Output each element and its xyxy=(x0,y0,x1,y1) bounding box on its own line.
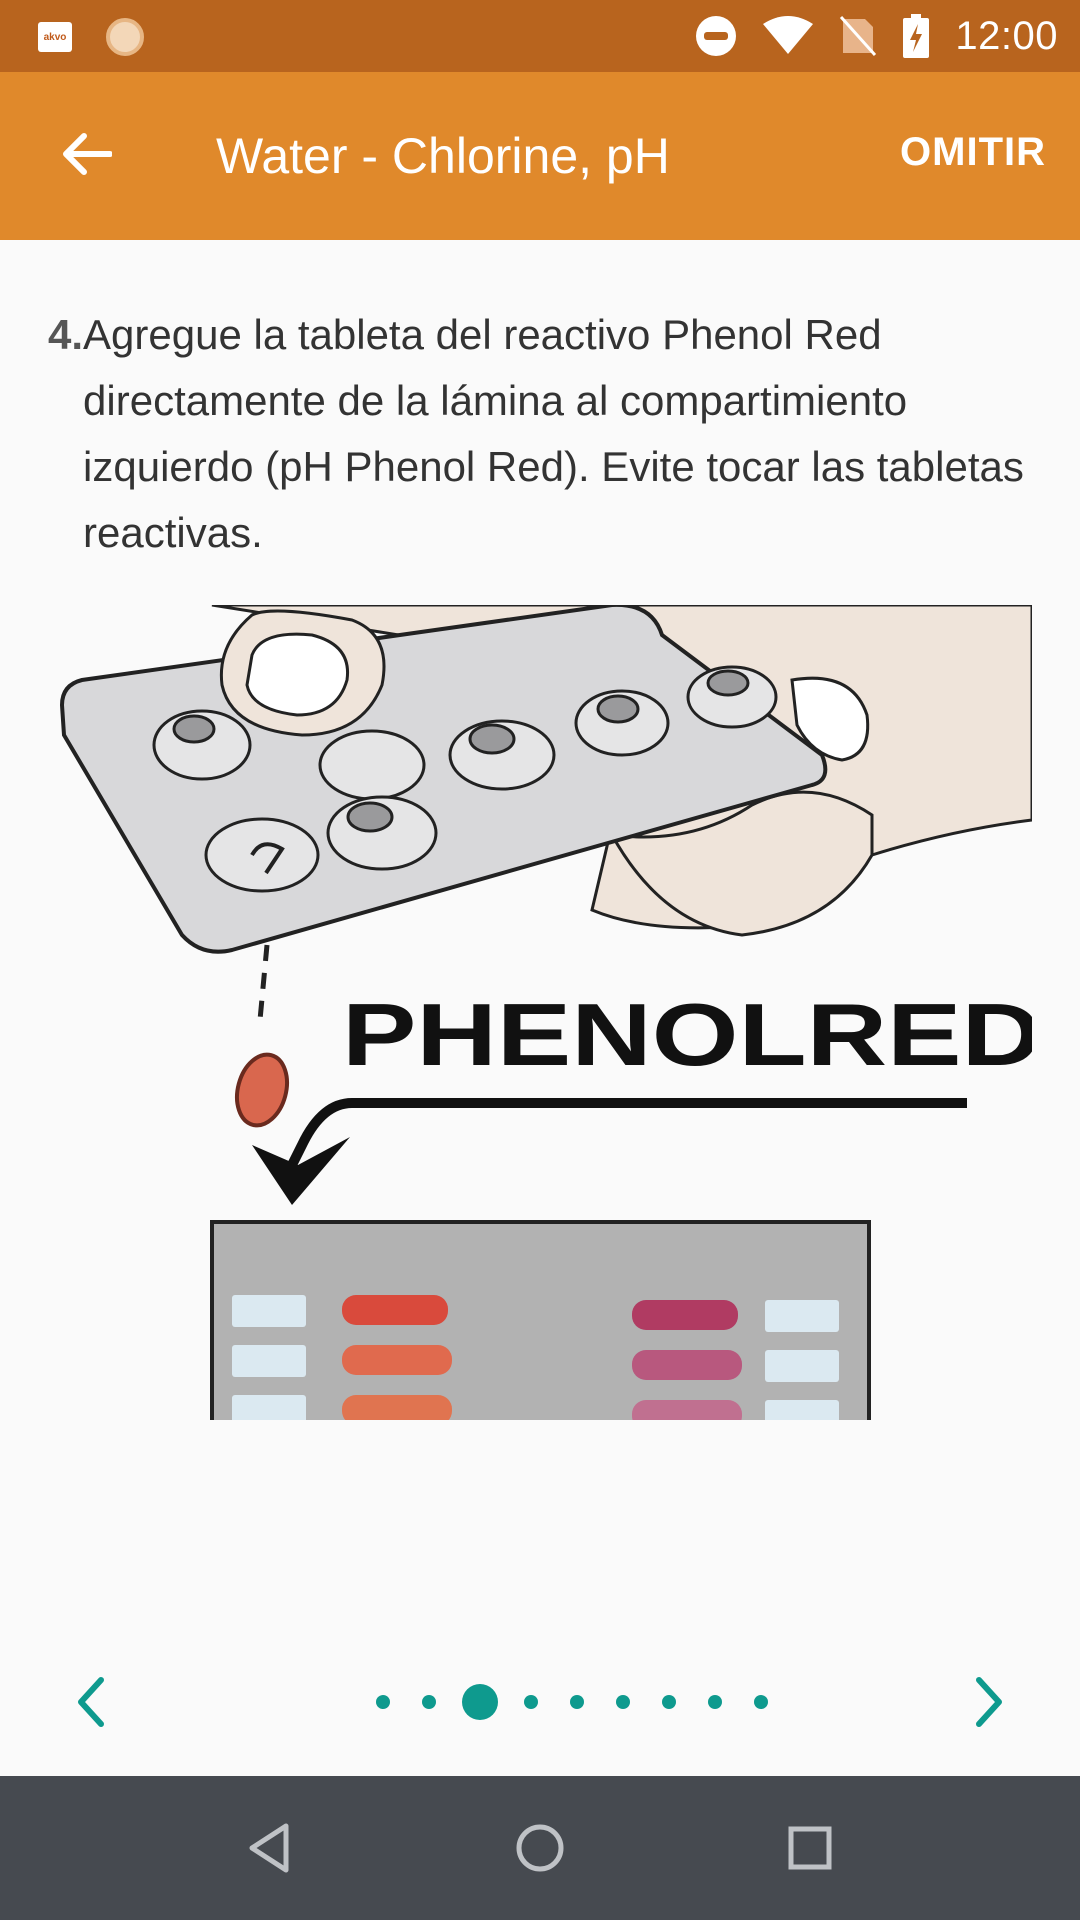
no-sim-icon xyxy=(840,15,877,57)
fingertip xyxy=(790,676,870,762)
chevron-left-icon xyxy=(78,1677,104,1727)
previous-page-button[interactable] xyxy=(56,1666,126,1738)
akvo-app-icon: akvo xyxy=(38,22,72,52)
page-dots xyxy=(360,1684,784,1720)
comparator-card xyxy=(210,1220,871,1420)
color-strips-right xyxy=(632,1300,742,1420)
status-left: akvo xyxy=(38,18,144,56)
nav-home-button[interactable] xyxy=(504,1812,576,1884)
page-dot[interactable] xyxy=(662,1695,676,1709)
wifi-icon xyxy=(763,16,814,54)
instruction-step: 4. Agregue la tableta del reactivo Pheno… xyxy=(48,302,1058,566)
instruction-illustration: PHENOLRED xyxy=(52,605,1032,1420)
chevron-right-icon xyxy=(976,1677,1002,1727)
blister-tablets xyxy=(172,669,750,833)
akvo-icon-label: akvo xyxy=(43,31,67,43)
next-page-button[interactable] xyxy=(954,1666,1024,1738)
system-navigation-bar xyxy=(0,1776,1080,1920)
app-title: Water - Chlorine, pH xyxy=(216,128,670,184)
app-bar: Water - Chlorine, pH OMITIR xyxy=(0,72,1080,240)
page-dot[interactable] xyxy=(524,1695,538,1709)
arrow-head xyxy=(252,1137,350,1205)
triangle-back-icon xyxy=(249,1823,289,1873)
page-dot[interactable] xyxy=(422,1695,436,1709)
back-button[interactable] xyxy=(44,112,128,196)
pointer-arrow xyxy=(277,1098,967,1188)
thumbnail xyxy=(245,632,350,717)
battery-charging-icon xyxy=(903,14,930,58)
page-indicator-bar xyxy=(0,1660,1080,1744)
drop-path xyxy=(257,944,270,1021)
page-dot[interactable] xyxy=(754,1695,768,1709)
status-time: 12:00 xyxy=(955,13,1058,58)
color-swatches-left xyxy=(232,1295,839,1420)
step-number: 4. xyxy=(48,311,84,358)
skip-button[interactable]: OMITIR xyxy=(900,130,1046,174)
illustration-svg: PHENOLRED xyxy=(59,605,1032,1420)
falling-tablet xyxy=(235,1052,289,1128)
page-dot[interactable] xyxy=(708,1695,722,1709)
page-dot[interactable] xyxy=(376,1695,390,1709)
sync-icon xyxy=(106,18,144,56)
page-dot[interactable] xyxy=(616,1695,630,1709)
page-dot-active[interactable] xyxy=(462,1684,498,1720)
nav-recents-button[interactable] xyxy=(774,1812,846,1884)
status-right: 12:00 xyxy=(695,0,1058,72)
hand-fingers xyxy=(609,790,874,937)
step-text: Agregue la tableta del reactivo Phenol R… xyxy=(83,311,1024,556)
nav-back-button[interactable] xyxy=(234,1812,306,1884)
status-bar: akvo 12:00 xyxy=(0,0,1080,72)
empty-blister xyxy=(250,842,285,875)
page-dot[interactable] xyxy=(570,1695,584,1709)
phenolred-label: PHENOLRED xyxy=(342,985,1032,1084)
circle-home-icon xyxy=(516,1824,564,1872)
do-not-disturb-icon xyxy=(696,16,737,56)
square-recents-icon xyxy=(788,1826,832,1870)
arrow-back-icon xyxy=(63,133,112,175)
color-strips-left xyxy=(342,1295,452,1420)
